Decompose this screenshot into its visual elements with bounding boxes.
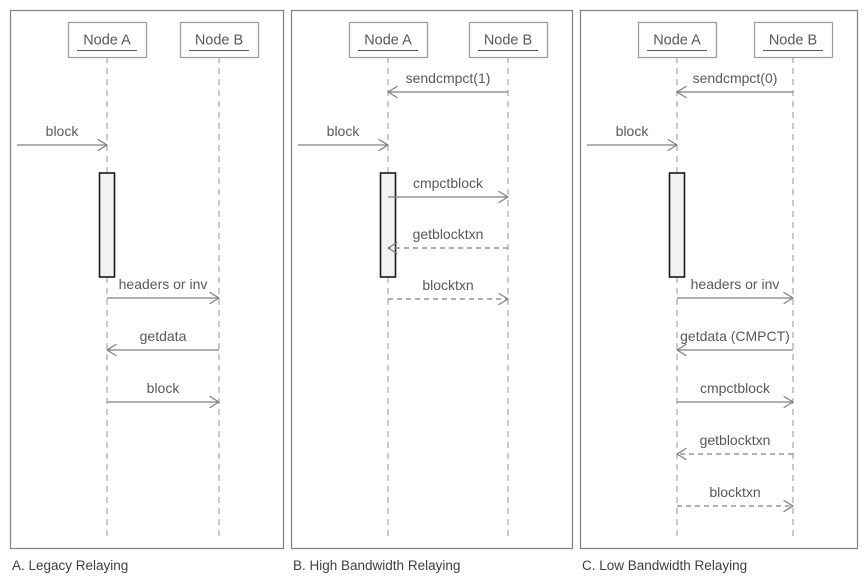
message-arrowhead-1 (667, 138, 678, 152)
participant-label-node-a: Node A (83, 32, 131, 48)
message-1: block (587, 123, 678, 152)
message-arrowhead-0 (387, 85, 398, 99)
message-0: sendcmpct(0) (676, 70, 793, 99)
message-label-0: sendcmpct(1) (406, 70, 491, 86)
participant-box-node-b[interactable] (468, 21, 549, 59)
message-arrowhead-3 (209, 395, 220, 409)
message-label-1: block (327, 123, 361, 139)
message-1: headers or inv (107, 276, 220, 305)
panel-b: Node A Node B sendcmpct(1) block cmpctblock g… (290, 9, 574, 550)
message-6: blocktxn (677, 484, 794, 513)
message-label-0: sendcmpct(0) (693, 70, 778, 86)
message-label-3: getdata (CMPCT) (680, 328, 790, 344)
captions-layer: A. Legacy Relaying B. High Bandwidth Rela… (12, 558, 747, 573)
message-label-2: cmpctblock (413, 175, 484, 191)
message-0: block (17, 123, 108, 152)
message-2: getdata (106, 328, 219, 357)
message-label-3: block (147, 380, 181, 396)
participant-box-node-b[interactable] (753, 21, 834, 59)
message-label-4: cmpctblock (700, 380, 771, 396)
message-0: sendcmpct(1) (387, 70, 508, 99)
message-label-2: headers or inv (691, 276, 780, 292)
panel-caption-panel-c: C. Low Bandwidth Relaying (582, 558, 747, 573)
message-arrowhead-5 (676, 447, 687, 461)
message-1: block (298, 123, 389, 152)
message-label-4: blocktxn (422, 277, 473, 293)
participant-label-node-b: Node B (484, 32, 532, 48)
participant-label-node-b: Node B (769, 32, 817, 48)
participant-box-node-b[interactable] (179, 21, 260, 59)
message-arrowhead-2 (498, 190, 509, 204)
message-label-0: block (46, 123, 80, 139)
message-label-5: getblocktxn (700, 432, 771, 448)
panel-c: Node A Node B sendcmpct(0) block headers or … (579, 9, 859, 550)
participant-label-node-a: Node A (364, 32, 412, 48)
panel-caption-panel-a: A. Legacy Relaying (12, 558, 128, 573)
activation-bar-node-a (668, 172, 686, 278)
message-5: getblocktxn (676, 432, 793, 461)
message-2: cmpctblock (388, 175, 509, 204)
message-arrowhead-3 (676, 343, 687, 357)
message-label-6: blocktxn (709, 484, 760, 500)
message-label-3: getblocktxn (413, 226, 484, 242)
message-label-2: getdata (140, 328, 187, 344)
message-arrowhead-0 (97, 138, 108, 152)
panel-frame (290, 9, 574, 550)
panel-frame (579, 9, 859, 550)
message-arrowhead-2 (783, 291, 794, 305)
message-4: cmpctblock (677, 380, 794, 409)
message-arrowhead-6 (783, 499, 794, 513)
message-arrowhead-4 (783, 395, 794, 409)
message-arrowhead-1 (378, 138, 389, 152)
participant-box-node-a[interactable] (348, 21, 429, 59)
message-label-1: headers or inv (119, 276, 208, 292)
message-3: block (107, 380, 220, 409)
panel-a: Node A Node B block headers or inv getdata bl… (9, 9, 285, 550)
participant-label-node-a: Node A (653, 32, 701, 48)
panel-caption-panel-b: B. High Bandwidth Relaying (293, 558, 460, 573)
message-arrowhead-2 (106, 343, 117, 357)
message-arrowhead-4 (498, 292, 509, 306)
panel-frame (9, 9, 285, 550)
message-2: headers or inv (677, 276, 794, 305)
message-3: getblocktxn (387, 226, 508, 255)
message-arrowhead-1 (209, 291, 220, 305)
message-arrowhead-0 (676, 85, 687, 99)
message-4: blocktxn (388, 277, 509, 306)
activation-bar-node-a (379, 172, 397, 278)
participant-label-node-b: Node B (195, 32, 243, 48)
participant-box-node-a[interactable] (67, 21, 148, 59)
activation-bar-node-a (98, 172, 116, 278)
participant-box-node-a[interactable] (637, 21, 718, 59)
message-arrowhead-3 (387, 241, 398, 255)
message-label-1: block (616, 123, 650, 139)
message-3: getdata (CMPCT) (676, 328, 793, 357)
panels-layer: Node A Node B block headers or inv getdata bl… (9, 9, 859, 550)
